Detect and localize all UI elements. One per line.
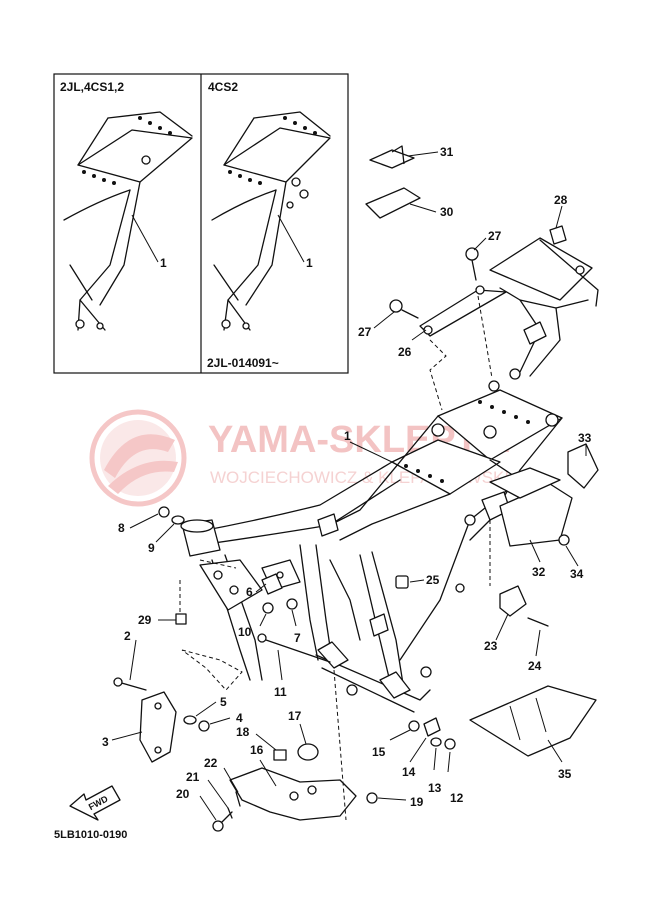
part-9-washer (171, 515, 185, 525)
callout-26: 26 (398, 345, 412, 359)
part-8-nut (158, 506, 170, 518)
callout-23: 23 (484, 639, 498, 653)
callout-10: 10 (238, 625, 252, 639)
callout-7: 7 (294, 631, 301, 645)
part-19-bolt (366, 792, 378, 804)
inset-heading-left: 2JL,4CS1,2 (60, 80, 124, 94)
inset-panel: 2JL,4CS1,2 4CS2 2JL-014091~ 1 (53, 73, 349, 374)
callout-13: 13 (428, 781, 442, 795)
callout-20: 20 (176, 787, 190, 801)
callout-27-upper: 27 (488, 229, 502, 243)
part-27-bolt-upper (465, 247, 479, 281)
callout-3: 3 (102, 735, 109, 749)
part-2-bolt (113, 677, 147, 691)
part-10-bolt (262, 602, 274, 614)
callout-34: 34 (570, 567, 584, 581)
inset-left-frame (63, 111, 193, 331)
part-11-long-bolt (257, 633, 331, 663)
callout-17: 17 (288, 709, 302, 723)
callout-35: 35 (558, 767, 572, 781)
callout-21: 21 (186, 770, 200, 784)
leader-lines (111, 151, 587, 821)
callout-6: 6 (246, 585, 253, 599)
callout-4: 4 (236, 711, 243, 725)
callout-12: 12 (450, 791, 464, 805)
callout-31: 31 (440, 145, 454, 159)
part-27-bolt-lower (389, 299, 419, 319)
callout-33: 33 (578, 431, 592, 445)
callout-30: 30 (440, 205, 454, 219)
main-frame (180, 380, 563, 713)
part-25-collar (395, 575, 409, 589)
callout-14: 14 (402, 765, 416, 779)
part-29-clip (175, 613, 187, 625)
part-31-bracket (369, 145, 415, 169)
part-30-pad (365, 187, 421, 219)
callout-8: 8 (118, 521, 125, 535)
callout-18: 18 (236, 725, 250, 739)
part-13-washer (430, 737, 442, 747)
callout-labels: 1 2 3 4 5 6 7 8 9 10 11 12 13 14 15 16 1… (102, 145, 592, 809)
part-21-pin (227, 807, 233, 819)
callout-11: 11 (274, 685, 287, 699)
callout-27-lower: 27 (358, 325, 372, 339)
callout-9: 9 (148, 541, 155, 555)
part-4-nut (198, 720, 210, 732)
callout-19: 19 (410, 795, 424, 809)
part-24-bolt (527, 617, 549, 627)
callout-28: 28 (554, 193, 568, 207)
inset-footnote: 2JL-014091~ (207, 356, 279, 370)
callout-25: 25 (426, 573, 440, 587)
part-33-bracket (567, 443, 599, 489)
part-20-bolt (212, 811, 233, 832)
inset-left-leader (131, 214, 159, 263)
inset-heading-right: 4CS2 (208, 80, 238, 94)
part-28-cap (549, 225, 567, 245)
part-35-cover (469, 685, 597, 757)
part-22-spring (235, 791, 241, 807)
diagram-code: 5LB1010-0190 (54, 829, 127, 841)
callout-2: 2 (124, 629, 131, 643)
part-6-bracket (261, 573, 283, 595)
watermark-logo (89, 409, 187, 507)
assembly-lines (179, 295, 493, 821)
part-3-bracket (139, 691, 177, 763)
part-12-nut (444, 738, 456, 750)
part-17-grommet (297, 743, 319, 761)
inset-left-part-ref: 1 (160, 256, 167, 270)
callout-1: 1 (344, 429, 351, 443)
part-14-bracket (423, 717, 441, 737)
callout-15: 15 (372, 745, 386, 759)
part-18-bolt (273, 749, 287, 761)
part-7-bolt (286, 598, 298, 610)
inset-right-leader (277, 214, 305, 263)
part-23-bracket (499, 585, 527, 617)
callout-5: 5 (220, 695, 227, 709)
callout-32: 32 (532, 565, 546, 579)
part-5-washer (183, 715, 197, 725)
callout-22: 22 (204, 756, 218, 770)
part-15-nut (408, 720, 420, 732)
part-34-bolt (558, 534, 570, 546)
callout-29: 29 (138, 613, 152, 627)
inset-right-part-ref: 1 (306, 256, 313, 270)
seat-rail (419, 237, 599, 380)
callout-16: 16 (250, 743, 264, 757)
inset-right-frame (211, 111, 331, 331)
fwd-arrow: FWD (69, 785, 121, 821)
callout-24: 24 (528, 659, 542, 673)
